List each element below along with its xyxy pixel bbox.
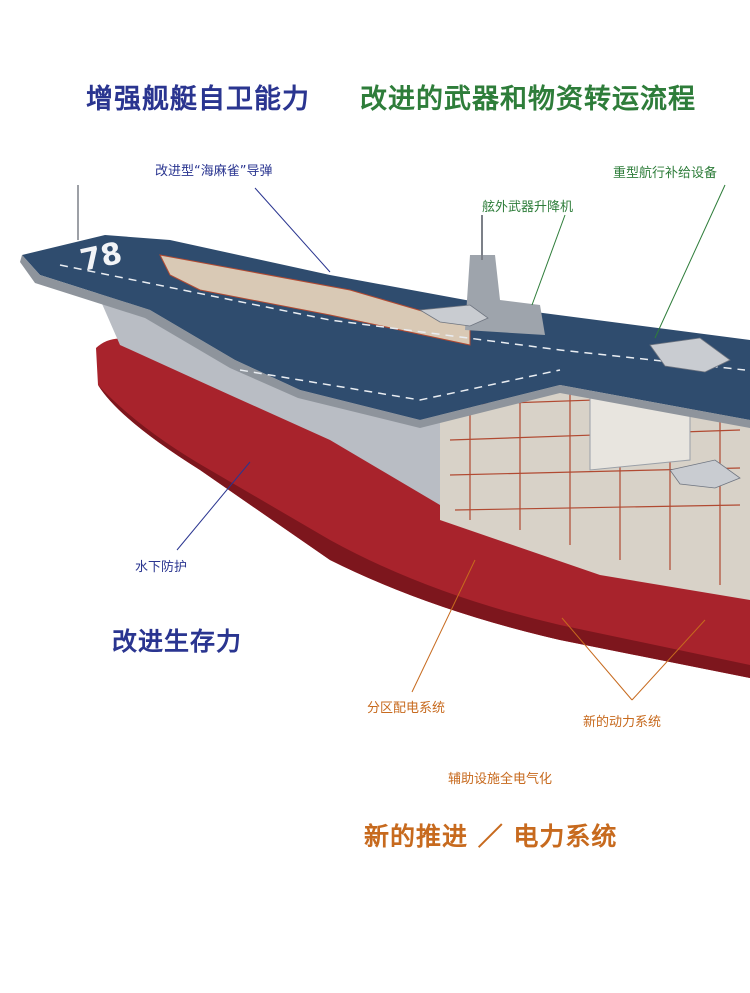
leader-lines	[176, 184, 726, 701]
deck-cutaway	[159, 254, 471, 346]
power-system-leader-2	[631, 619, 706, 701]
heading-weapons-flow: 改进的武器和物资转运流程	[360, 84, 696, 115]
aircraft	[418, 304, 741, 489]
label-missile: 改进型“海麻雀”导弹	[155, 164, 273, 179]
heading-propulsion: 新的推进 ／ 电力系统	[364, 822, 618, 851]
island-superstructure	[465, 255, 545, 335]
deck-markings	[59, 264, 746, 401]
elevator-leader	[531, 214, 566, 306]
label-elevator: 舷外武器升降机	[482, 200, 574, 215]
hull-number: 78	[77, 236, 125, 279]
zonal-power-leader	[411, 559, 476, 693]
label-zonal-power: 分区配电系统	[367, 701, 446, 716]
underwater-leader	[176, 461, 251, 551]
label-underwater: 水下防护	[135, 560, 188, 575]
flight-deck-edge	[20, 255, 750, 428]
label-replenishment: 重型航行补给设备	[613, 166, 718, 181]
replenishment-leader	[654, 184, 726, 339]
missile-leader	[254, 187, 331, 273]
lower-hull-red	[96, 338, 750, 678]
label-aux-electric: 辅助设施全电气化	[448, 772, 553, 787]
heading-survivability: 改进生存力	[112, 627, 243, 656]
label-power-system: 新的动力系统	[583, 715, 662, 730]
power-system-leader	[561, 617, 633, 701]
heading-self-defense: 增强舰艇自卫能力	[86, 84, 310, 115]
